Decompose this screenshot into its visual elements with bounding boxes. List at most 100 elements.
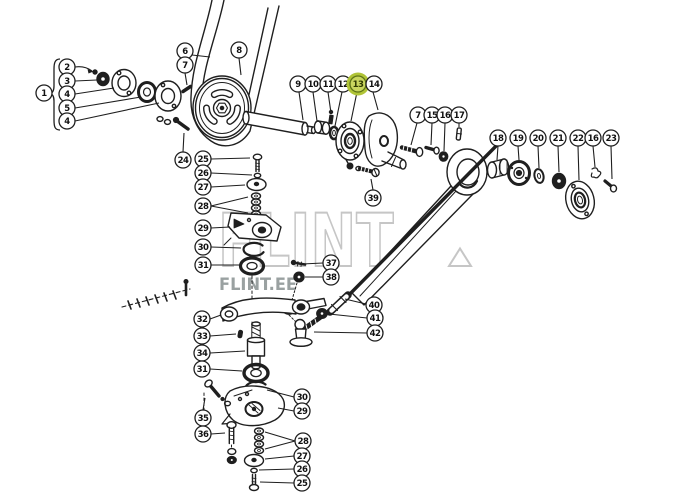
svg-text:1: 1 (41, 89, 47, 99)
callout-36[interactable]: 36 (194, 425, 212, 443)
callout-34[interactable]: 34 (193, 344, 211, 362)
callout-1[interactable]: 1 (35, 84, 53, 102)
callout-21[interactable]: 21 (549, 129, 567, 147)
callout-22[interactable]: 22 (569, 129, 587, 147)
svg-text:20: 20 (533, 134, 544, 144)
svg-text:26: 26 (198, 169, 209, 179)
svg-text:36: 36 (198, 430, 209, 440)
callout-42[interactable]: 42 (366, 324, 384, 342)
svg-text:4: 4 (64, 90, 70, 100)
lower-bracket-drawing (221, 362, 286, 427)
svg-text:2: 2 (64, 63, 70, 73)
callout-2[interactable]: 2 (58, 58, 76, 76)
svg-text:35: 35 (198, 414, 209, 424)
callout-35[interactable]: 35 (194, 409, 212, 427)
housing-drawing (363, 112, 407, 170)
svg-text:27: 27 (198, 183, 209, 193)
shaft-drawing (242, 110, 317, 136)
callout-28[interactable]: 28 (294, 432, 312, 450)
callout-38[interactable]: 38 (322, 268, 340, 286)
top-stack-drawing (246, 153, 267, 218)
watermark-site-text: FLINT.EE (219, 275, 297, 294)
callout-20[interactable]: 20 (529, 129, 547, 147)
bearing-flange-drawing (335, 121, 365, 172)
svg-text:18: 18 (493, 134, 504, 144)
callout-32[interactable]: 32 (193, 310, 211, 328)
svg-text:40: 40 (369, 301, 380, 311)
pulley-drawing (192, 75, 252, 141)
callout-30[interactable]: 30 (194, 238, 212, 256)
hub-parts-drawing (92, 68, 193, 131)
svg-text:19: 19 (513, 134, 524, 144)
callout-27[interactable]: 27 (194, 178, 212, 196)
callout-29[interactable]: 29 (293, 402, 311, 420)
callout-28[interactable]: 28 (194, 197, 212, 215)
callout-10[interactable]: 10 (304, 75, 322, 93)
grease-fitting-drawing (290, 259, 307, 301)
callout-8[interactable]: 8 (230, 41, 248, 59)
svg-text:21: 21 (553, 134, 564, 144)
triangle-icon (447, 246, 473, 267)
callout-14[interactable]: 14 (365, 75, 383, 93)
svg-text:7: 7 (182, 61, 188, 71)
callout-31[interactable]: 31 (193, 360, 211, 378)
upper-bracket-drawing (223, 212, 282, 301)
watermark-brand-text: FLINT. (218, 199, 406, 284)
callout-11[interactable]: 11 (319, 75, 337, 93)
svg-text:13: 13 (353, 80, 364, 90)
callout-41[interactable]: 41 (366, 309, 384, 327)
bolt-39-drawing (358, 166, 380, 178)
callout-12[interactable]: 12 (334, 75, 352, 93)
svg-text:30: 30 (198, 243, 209, 253)
svg-text:23: 23 (606, 134, 617, 144)
svg-text:42: 42 (370, 329, 381, 339)
svg-text:16: 16 (440, 111, 451, 121)
callout-13-highlighted[interactable]: 13 (346, 72, 370, 96)
callout-39[interactable]: 39 (364, 189, 382, 207)
svg-text:11: 11 (323, 80, 334, 90)
callout-24[interactable]: 24 (174, 151, 192, 169)
svg-text:27: 27 (297, 452, 308, 462)
callout-25[interactable]: 25 (293, 474, 311, 492)
callout-19[interactable]: 19 (509, 129, 527, 147)
svg-text:41: 41 (370, 314, 381, 324)
svg-text:31: 31 (197, 365, 208, 375)
svg-text:7: 7 (415, 111, 421, 121)
tie-rod-drawing (326, 140, 502, 316)
bottom-stack-drawing (243, 427, 265, 492)
fasteners-row-drawing (399, 127, 462, 162)
svg-text:25: 25 (198, 155, 209, 165)
svg-text:3: 3 (64, 77, 70, 87)
svg-text:28: 28 (298, 437, 309, 447)
svg-text:24: 24 (178, 156, 189, 166)
svg-text:37: 37 (326, 259, 337, 269)
callout-33[interactable]: 33 (193, 327, 211, 345)
svg-text:30: 30 (297, 393, 308, 403)
svg-text:28: 28 (198, 202, 209, 212)
svg-text:10: 10 (308, 80, 319, 90)
callout-7[interactable]: 7 (176, 56, 194, 74)
svg-text:4: 4 (64, 117, 70, 127)
svg-text:33: 33 (197, 332, 208, 342)
callout-23[interactable]: 23 (602, 129, 620, 147)
callout-9[interactable]: 9 (289, 75, 307, 93)
svg-text:6: 6 (182, 47, 188, 57)
callout-31[interactable]: 31 (194, 256, 212, 274)
svg-text:22: 22 (573, 134, 584, 144)
callout-18[interactable]: 18 (489, 129, 507, 147)
watermark: FLINT. FLINT.EE (217, 198, 473, 294)
svg-text:32: 32 (197, 315, 208, 325)
callout-4[interactable]: 4 (58, 112, 76, 130)
svg-text:12: 12 (338, 80, 349, 90)
rocker-arm-drawing (219, 297, 311, 370)
callout-16[interactable]: 16 (584, 129, 602, 147)
svg-text:9: 9 (295, 80, 301, 90)
callout-29[interactable]: 29 (194, 219, 212, 237)
svg-text:29: 29 (297, 407, 308, 417)
callout-17[interactable]: 17 (450, 106, 468, 124)
svg-text:39: 39 (368, 194, 379, 204)
svg-text:5: 5 (64, 104, 70, 114)
